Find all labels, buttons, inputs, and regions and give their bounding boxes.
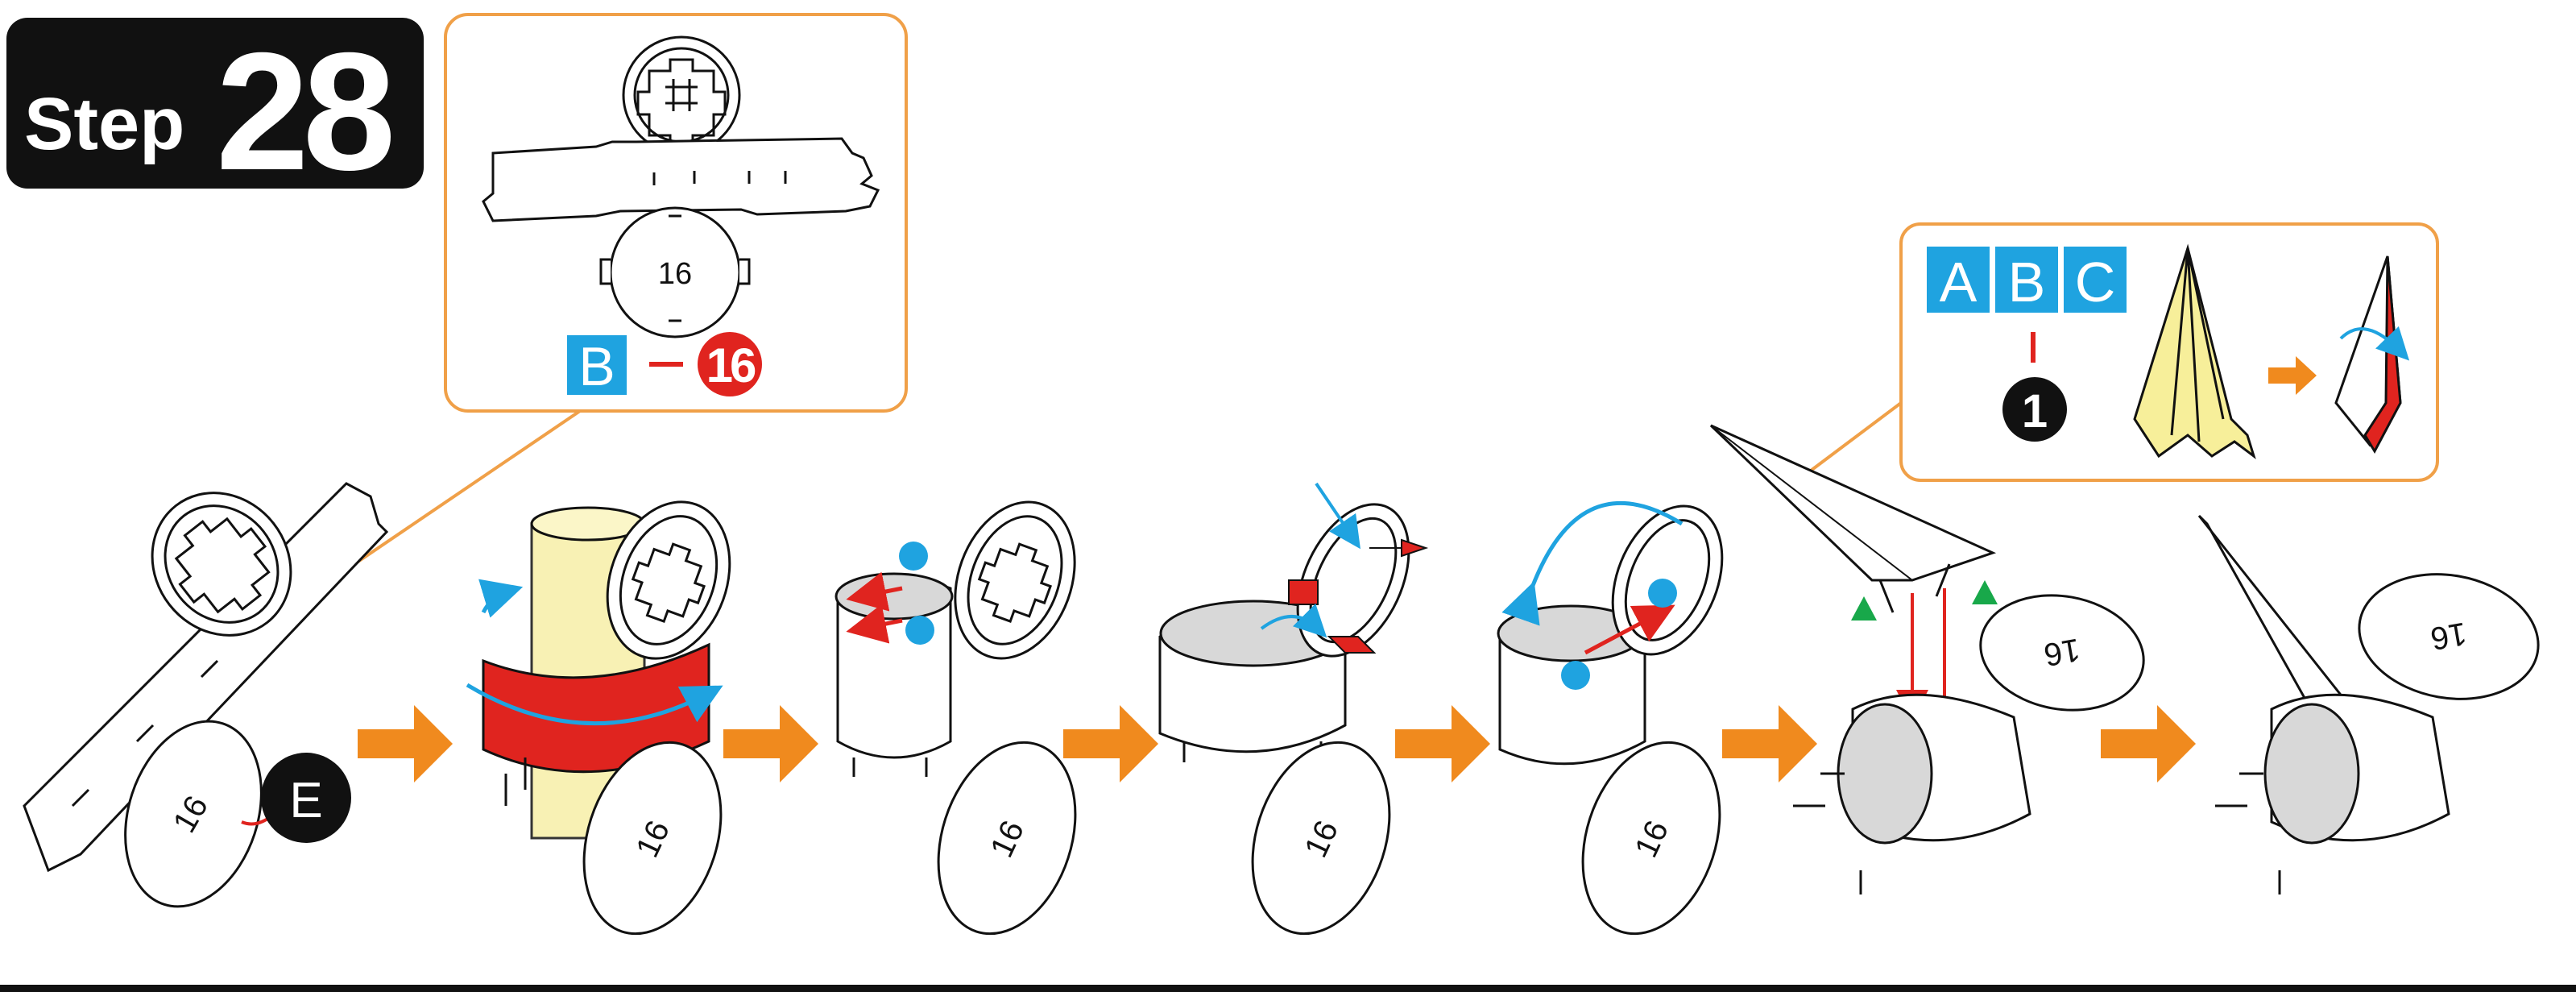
right-arrow-icon — [1063, 705, 1158, 782]
blue-dot-marker-icon — [1561, 661, 1590, 690]
e-badge-label: E — [289, 773, 322, 828]
stage-1-flat-parts: 16 E — [24, 465, 387, 924]
number-label: 1 — [2022, 385, 2048, 438]
blue-dot-marker-icon — [905, 616, 934, 645]
right-arrow-icon — [1722, 705, 1817, 782]
letter-c: C — [2075, 251, 2116, 313]
disc-part-label: 16 — [658, 257, 692, 291]
right-arrow-icon — [2101, 705, 2196, 782]
callout-top: 16 B 16 — [354, 15, 906, 564]
code-number: 16 — [706, 338, 756, 392]
step-number: 28 — [216, 19, 391, 205]
green-triangle-marker-icon — [1972, 580, 1998, 604]
right-arrow-icon — [358, 705, 453, 782]
letter-b: B — [2008, 251, 2046, 313]
callout-right: A B C 1 — [1804, 224, 2437, 480]
right-arrow-icon — [723, 705, 818, 782]
blue-dot-marker-icon — [1648, 579, 1677, 608]
stage6-disc-number: 16 — [2041, 631, 2082, 672]
bottom-rule — [0, 985, 2576, 992]
stage-2-wrap: 16 — [467, 484, 751, 951]
right-arrow-icon — [1395, 705, 1490, 782]
step-badge: Step 28 — [6, 18, 424, 205]
step-word: Step — [24, 83, 184, 165]
code-letter: B — [578, 336, 615, 397]
stage-3-cylinder: 16 — [836, 485, 1099, 952]
stage-5-cylinder: 16 — [1498, 490, 1743, 952]
stage7-disc-number: 16 — [2428, 615, 2469, 656]
blue-dot-marker-icon — [899, 542, 928, 571]
green-triangle-marker-icon — [1851, 596, 1877, 621]
letter-a: A — [1940, 251, 1978, 313]
stage-6-attach: 16 — [1711, 425, 2153, 894]
stage-4-cylinder: 16 — [1160, 484, 1431, 952]
stage-7-complete: 16 — [2199, 516, 2548, 894]
callout-pointer-right — [1804, 403, 1901, 475]
